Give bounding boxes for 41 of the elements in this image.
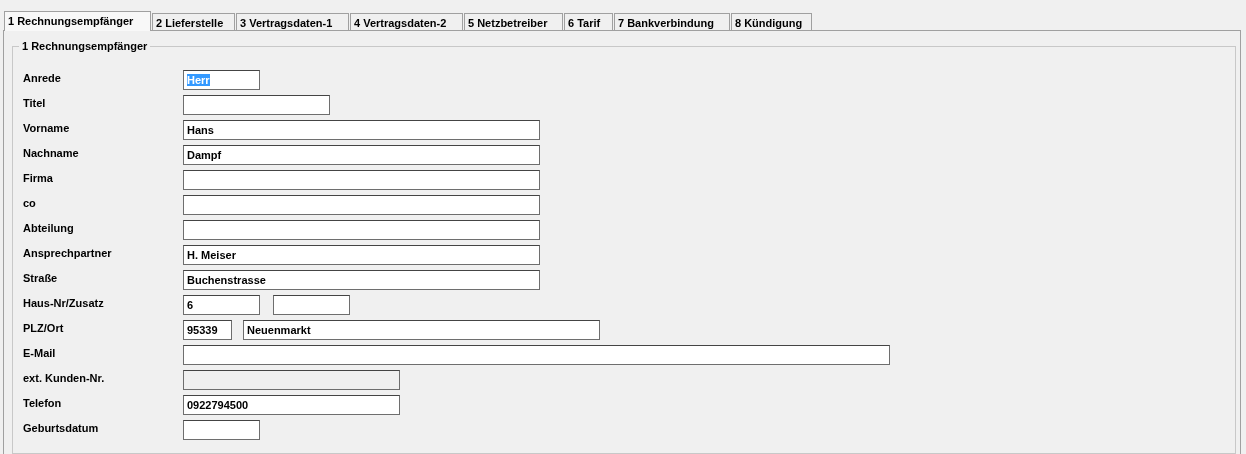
tab: 4 Vertragsdaten-2 (350, 13, 463, 30)
field-label: Titel (23, 96, 46, 110)
tab: 7 Bankverbindung (614, 13, 730, 30)
field-label: co (23, 196, 36, 210)
input-field: Neuenmarkt (243, 320, 600, 340)
input-field: H. Meiser (183, 245, 540, 265)
field-label: ext. Kunden-Nr. (23, 371, 105, 385)
tab: 5 Netzbetreiber (464, 13, 563, 30)
input-field: 6 (183, 295, 260, 315)
field-label: Abteilung (23, 221, 74, 235)
input-field: Herr (183, 70, 260, 90)
input-field (183, 95, 330, 115)
tab: 1 Rechnungsempfänger (4, 11, 151, 31)
input-field (183, 345, 890, 365)
tab: 3 Vertragsdaten-1 (236, 13, 349, 30)
field-label: Telefon (23, 396, 62, 410)
input-field: Dampf (183, 145, 540, 165)
input-field (183, 170, 540, 190)
field-label: Geburtsdatum (23, 421, 99, 435)
field-label: Haus-Nr/Zusatz (23, 296, 104, 310)
group-heading: 1 Rechnungsempfänger (19, 39, 151, 53)
input-field (183, 370, 400, 390)
field-label: PLZ/Ort (23, 321, 64, 335)
input-field: 95339 (183, 320, 232, 340)
input-field (273, 295, 350, 315)
input-field: Hans (183, 120, 540, 140)
input-field (183, 195, 540, 215)
field-label: Ansprechpartner (23, 246, 112, 260)
input-field: Buchenstrasse (183, 270, 540, 290)
field-label: Nachname (23, 146, 79, 160)
field-label: Firma (23, 171, 53, 185)
input-field (183, 420, 260, 440)
field-label: E-Mail (23, 346, 56, 360)
field-label: Vorname (23, 121, 70, 135)
input-field (183, 220, 540, 240)
field-label: Straße (23, 271, 58, 285)
tab: 2 Lieferstelle (152, 13, 235, 30)
tab: 6 Tarif (564, 13, 613, 30)
tab: 8 Kündigung (731, 13, 812, 30)
field-label: Anrede (23, 71, 61, 85)
input-field: 0922794500 (183, 395, 400, 415)
